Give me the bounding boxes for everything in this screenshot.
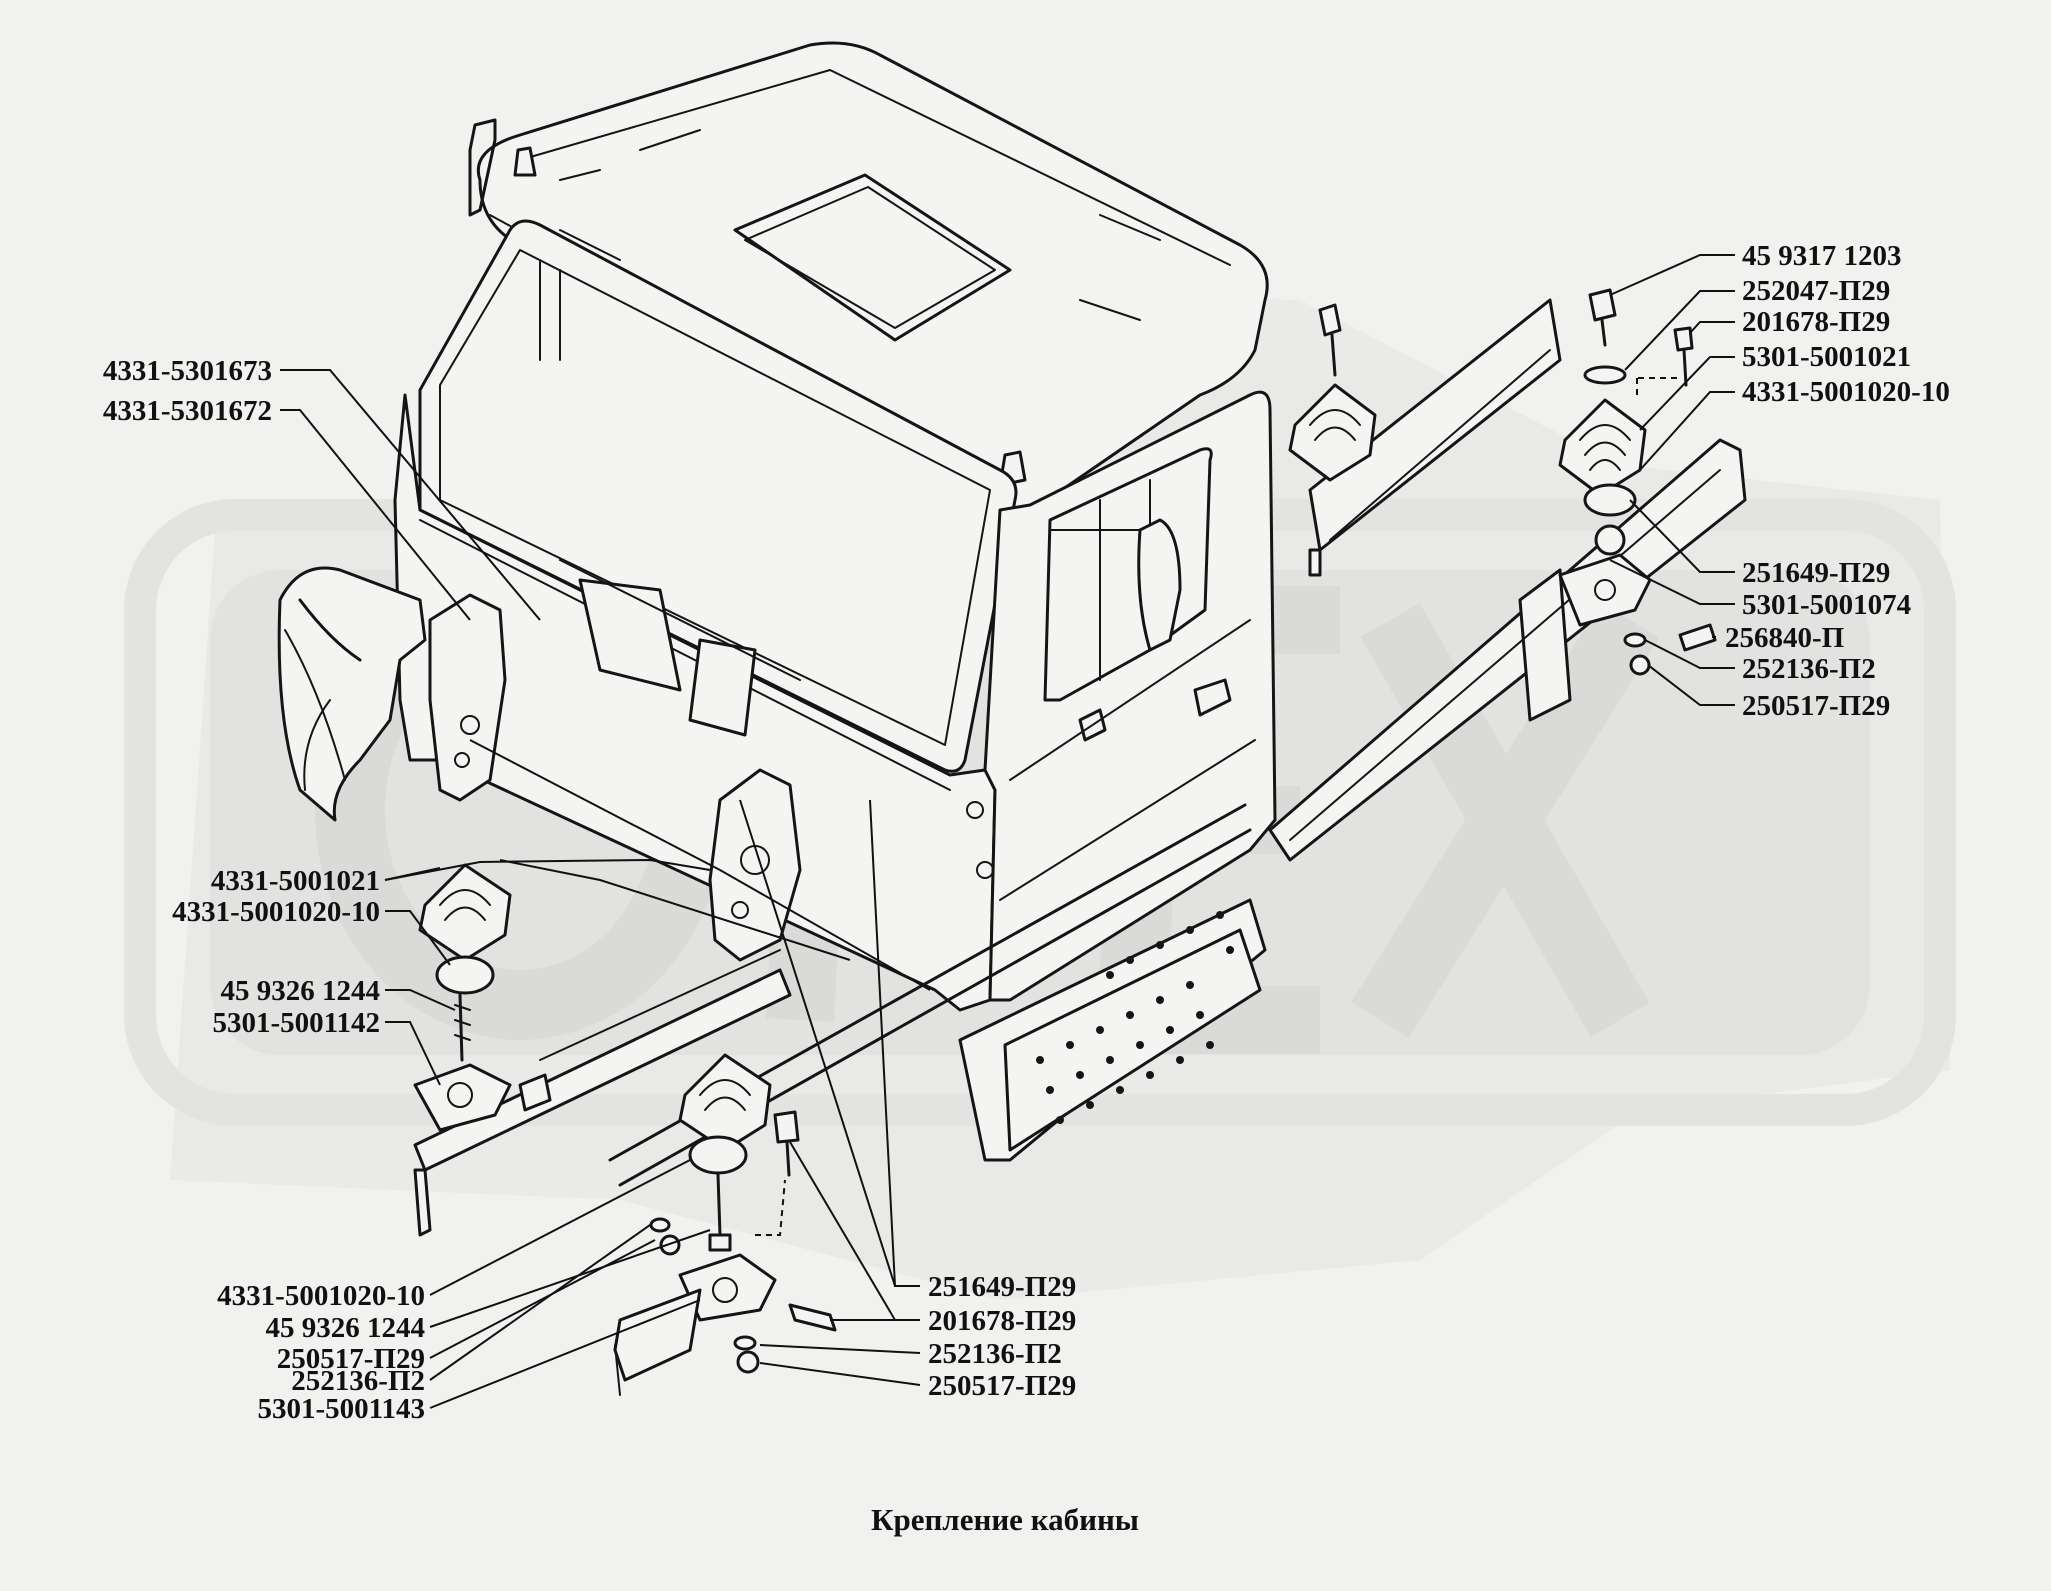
label-5301-5001074: 5301-5001074 bbox=[1742, 589, 1911, 621]
label-201678-p29-bottom: 201678-П29 bbox=[928, 1305, 1076, 1337]
leader-lines bbox=[280, 254, 1735, 1409]
label-252136-p2-bottom-left: 252136-П2 bbox=[291, 1365, 425, 1397]
labels-bottom-center-group: 251649-П29 201678-П29 252136-П2 250517-П… bbox=[928, 1271, 1076, 1402]
label-4331-5001020-10-mid: 4331-5001020-10 bbox=[172, 896, 380, 928]
label-251649-p29-rear: 251649-П29 bbox=[1742, 557, 1890, 589]
truck-cab bbox=[277, 41, 1277, 1162]
label-45-9326-1244-mid: 45 9326 1244 bbox=[221, 975, 381, 1007]
labels-bottom-left-group: 4331-5001020-10 45 9326 1244 250517-П29 … bbox=[217, 1280, 425, 1425]
label-256840-p: 256840-П bbox=[1725, 622, 1844, 654]
frame-rails bbox=[413, 298, 1747, 1237]
label-45-9326-1244-bottom: 45 9326 1244 bbox=[266, 1312, 426, 1344]
label-4331-5001020-10-rear: 4331-5001020-10 bbox=[1742, 376, 1950, 408]
label-250517-p29-bottom-left: 250517-П29 bbox=[277, 1343, 425, 1375]
label-251649-p29-bottom: 251649-П29 bbox=[928, 1271, 1076, 1303]
label-45-9317-1203: 45 9317 1203 bbox=[1742, 240, 1902, 272]
labels-right-group: 45 9317 1203 252047-П29 201678-П29 5301-… bbox=[1725, 240, 1950, 722]
label-5301-5001143: 5301-5001143 bbox=[257, 1393, 425, 1425]
labels-left-top-group: 4331-5301673 4331-5301672 bbox=[103, 355, 272, 427]
label-4331-5001020-10-bottom: 4331-5001020-10 bbox=[217, 1280, 425, 1312]
label-5301-5001142: 5301-5001142 bbox=[212, 1007, 380, 1039]
label-4331-5301672: 4331-5301672 bbox=[103, 395, 272, 427]
rear-left-mount-assembly bbox=[1288, 303, 1377, 482]
label-201678-p29-rear: 201678-П29 bbox=[1742, 306, 1890, 338]
label-4331-5301673: 4331-5301673 bbox=[103, 355, 272, 387]
label-252136-p2-rear: 252136-П2 bbox=[1742, 653, 1876, 685]
labels-left-mid-group: 4331-5001021 4331-5001020-10 45 9326 124… bbox=[172, 865, 380, 1039]
label-5301-5001021: 5301-5001021 bbox=[1742, 341, 1911, 373]
label-250517-p29-rear: 250517-П29 bbox=[1742, 690, 1890, 722]
label-4331-5001021: 4331-5001021 bbox=[211, 865, 380, 897]
rear-mount-assembly bbox=[1558, 288, 1717, 676]
label-250517-p29-bottom: 250517-П29 bbox=[928, 1370, 1076, 1402]
front-right-mount-assembly bbox=[613, 1053, 837, 1396]
label-252136-p2-bottom: 252136-П2 bbox=[928, 1338, 1062, 1370]
step-holes bbox=[1036, 911, 1234, 1124]
label-252047-p29: 252047-П29 bbox=[1742, 275, 1890, 307]
diagram-caption: Крепление кабины bbox=[871, 1502, 1139, 1537]
